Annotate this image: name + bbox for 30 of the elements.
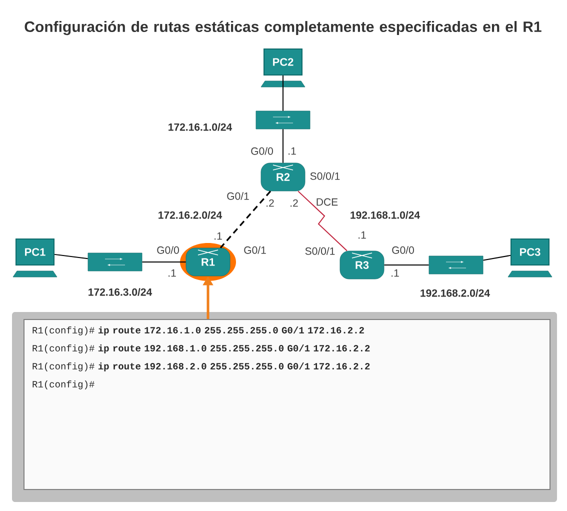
network-label: 192.168.2.0/24	[420, 289, 490, 297]
interface-label: .1	[392, 269, 399, 277]
switch-icon	[88, 252, 142, 272]
interface-label: G0/1	[227, 192, 249, 200]
interface-label: G0/0	[251, 147, 273, 155]
title: Configuración de rutas estáticas completamente especificadas en el R1	[24, 20, 542, 36]
network-label: 172.16.3.0/24	[88, 288, 152, 296]
interface-label: .2	[266, 199, 274, 207]
interface-label: G0/0	[157, 246, 179, 254]
network-label: 192.168.1.0/24	[348, 210, 422, 220]
link-line	[220, 190, 272, 248]
switch-icon	[256, 110, 310, 130]
link-line	[282, 128, 284, 164]
interface-label: .1	[168, 269, 176, 277]
network-label: 172.16.1.0/24	[168, 123, 232, 131]
link-line	[54, 254, 88, 260]
network-label: 172.16.2.0/24	[156, 210, 224, 220]
interface-label: .1	[288, 147, 296, 155]
link-line	[298, 190, 348, 252]
switch-icon	[428, 256, 484, 274]
interface-label: .1	[358, 231, 366, 239]
interface-label: .1	[214, 232, 222, 240]
interface-label: G0/0	[392, 246, 414, 254]
interface-label: DCE	[316, 198, 338, 206]
terminal-window: R1(config)# ip route 172.16.1.0 255.255.255.0 G0/1 172.16.2.2 R1(config)# ip route 192.168.1.0 255.255.255.0 G0/1 172.16.2.2 R1(config)# ip route 192.168.2.0 255.255.255.0 G0/1 172.16.2.2 R1(config)#	[12, 312, 557, 502]
link-line	[482, 254, 511, 261]
link-line	[282, 75, 284, 112]
link-line	[384, 264, 430, 266]
interface-label: S0/0/1	[305, 247, 335, 255]
interface-label: .2	[290, 199, 298, 207]
